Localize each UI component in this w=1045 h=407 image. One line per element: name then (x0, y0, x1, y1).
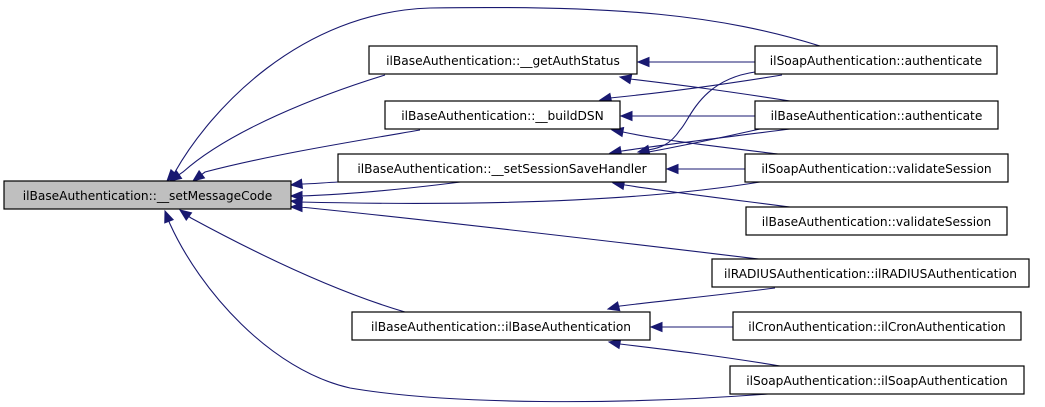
node-baseCtor[interactable]: ilBaseAuthentication::ilBaseAuthenticati… (351, 311, 651, 341)
edge-line (188, 216, 406, 313)
arrowhead-icon (289, 201, 303, 213)
edge-cronCtor-to-baseCtor (649, 321, 733, 333)
node-label: ilBaseAuthentication::__setMessageCode (23, 189, 273, 203)
edge-line (173, 6, 821, 174)
edge-line (178, 74, 386, 176)
edge-baseAuthenticate-to-buildDSN (619, 110, 755, 122)
node-cronCtor[interactable]: ilCronAuthentication::ilCronAuthenticati… (732, 311, 1022, 341)
node-label: ilBaseAuthentication::__setSessionSaveHa… (357, 162, 647, 176)
arrowhead-icon (619, 110, 633, 122)
edge-soapAuthenticate-to-setSessionSaveHandler (636, 71, 756, 155)
node-radiusCtor[interactable]: ilRADIUSAuthentication::ilRADIUSAuthenti… (711, 258, 1030, 288)
node-label: ilSoapAuthentication::ilSoapAuthenticati… (746, 374, 1007, 388)
node-label: ilRADIUSAuthentication::ilRADIUSAuthenti… (724, 267, 1017, 281)
arrowhead-icon (289, 178, 304, 189)
node-setMessageCode[interactable]: ilBaseAuthentication::__setMessageCode (3, 180, 292, 210)
node-label: ilSoapAuthentication::authenticate (770, 54, 982, 68)
edge-line (647, 71, 756, 151)
arrowhead-icon (606, 301, 621, 312)
edge-line (299, 206, 776, 262)
edge-line (620, 128, 791, 152)
node-baseAuthenticate[interactable]: ilBaseAuthentication::authenticate (754, 100, 999, 130)
edge-soapValidateSession-to-setSessionSaveHandler (665, 163, 745, 175)
edge-soapCtor-to-baseCtor (607, 338, 781, 367)
arrowhead-icon (665, 163, 679, 175)
edge-radiusCtor-to-baseCtor (606, 287, 776, 312)
edge-soapAuthenticate-to-getAuthStatus (636, 56, 755, 68)
arrowhead-icon (649, 321, 663, 333)
edge-line (201, 129, 421, 175)
edge-baseAuthenticate-to-getAuthStatus (618, 74, 791, 102)
edge-baseValidateSession-to-setSessionSaveHandler (611, 179, 791, 208)
node-buildDSN[interactable]: ilBaseAuthentication::__buildDSN (384, 100, 621, 130)
node-label: ilBaseAuthentication::authenticate (771, 109, 983, 123)
node-getAuthStatus[interactable]: ilBaseAuthentication::__getAuthStatus (368, 45, 638, 75)
edge-soapAuthenticate-to-setMessageCode (166, 6, 821, 182)
arrowhead-icon (178, 209, 193, 222)
node-soapAuthenticate[interactable]: ilSoapAuthentication::authenticate (754, 45, 998, 75)
edge-line (299, 181, 339, 185)
arrowhead-icon (618, 74, 633, 85)
node-label: ilBaseAuthentication::ilBaseAuthenticati… (371, 320, 631, 334)
edge-line (619, 343, 781, 367)
arrowhead-icon (636, 56, 650, 68)
edge-line (168, 221, 769, 403)
node-baseValidateSession[interactable]: ilBaseAuthentication::validateSession (745, 206, 1008, 236)
node-label: ilCronAuthentication::ilCronAuthenticati… (748, 320, 1006, 334)
node-soapCtor[interactable]: ilSoapAuthentication::ilSoapAuthenticati… (729, 365, 1025, 395)
arrowhead-icon (191, 169, 206, 182)
edge-line (618, 287, 776, 307)
edge-line (299, 181, 761, 204)
arrowhead-icon (607, 338, 622, 350)
edge-baseCtor-to-setMessageCode (178, 209, 406, 313)
edge-line (629, 78, 791, 102)
node-label: ilBaseAuthentication::__getAuthStatus (386, 54, 620, 68)
node-label: ilBaseAuthentication::validateSession (762, 215, 992, 229)
edge-setSessionSaveHandler-to-setMessageCode (289, 178, 339, 189)
node-setSessionSaveHandler[interactable]: ilBaseAuthentication::__setSessionSaveHa… (337, 153, 667, 183)
nodes-layer: ilBaseAuthentication::__setMessageCode i… (3, 45, 1030, 395)
edges-layer (164, 6, 821, 403)
edge-radiusCtor-to-setMessageCode (289, 201, 776, 262)
edge-buildDSN-to-setMessageCode (191, 129, 421, 182)
edge-soapCtor-to-setMessageCode (164, 209, 769, 403)
arrowhead-icon (166, 168, 179, 182)
node-label: ilBaseAuthentication::__buildDSN (401, 109, 604, 123)
node-label: ilSoapAuthentication::validateSession (761, 162, 991, 176)
edge-line (623, 184, 791, 208)
node-soapValidateSession[interactable]: ilSoapAuthentication::validateSession (744, 153, 1009, 183)
edge-line (609, 74, 783, 99)
arrowhead-icon (164, 209, 175, 224)
